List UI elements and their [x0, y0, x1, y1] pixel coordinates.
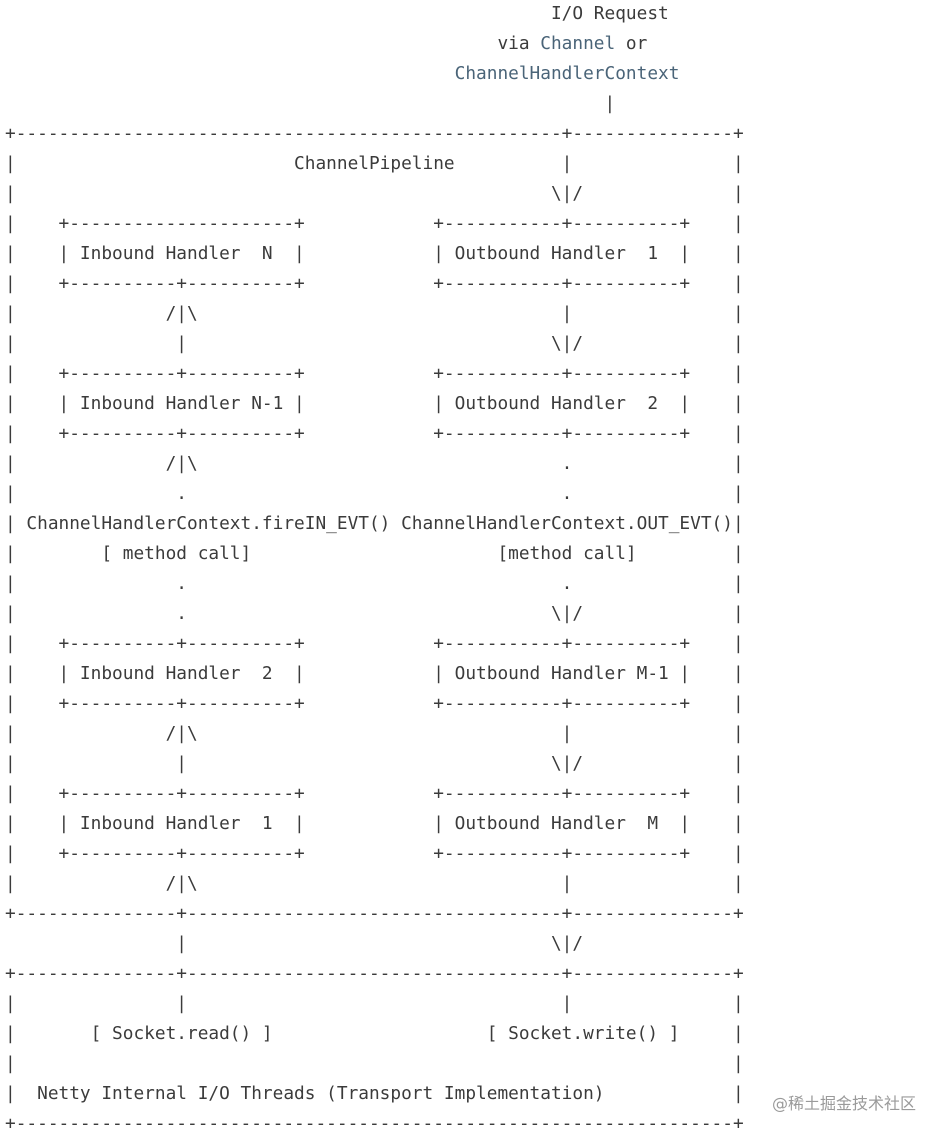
diagram-line: ChannelHandlerContext: [5, 59, 744, 89]
diagram-text: | +---------------------+ +-----------+-…: [5, 213, 744, 234]
diagram-line: +---------------+-----------------------…: [5, 959, 744, 989]
watermark-text: @稀土掘金技术社区: [769, 1090, 918, 1114]
diagram-line: | . . |: [5, 479, 744, 509]
channel-pipeline-diagram: I/O Request via Channel or ChannelHandle…: [5, 0, 744, 1139]
diagram-line: | | Inbound Handler N-1 | | Outbound Han…: [5, 389, 744, 419]
diagram-line: | | Inbound Handler 2 | | Outbound Handl…: [5, 659, 744, 689]
diagram-text: | /|\ | |: [5, 723, 744, 744]
diagram-text: | [ Socket.read() ] [ Socket.write() ] |: [5, 1023, 744, 1044]
diagram-text: | +----------+----------+ +-----------+-…: [5, 633, 744, 654]
diagram-text: | | Inbound Handler 2 | | Outbound Handl…: [5, 663, 744, 684]
diagram-text: [5, 63, 455, 84]
diagram-line: | Netty Internal I/O Threads (Transport …: [5, 1079, 744, 1109]
diagram-text: +---------------+-----------------------…: [5, 963, 744, 984]
diagram-line: | /|\ | |: [5, 869, 744, 899]
diagram-text: +---------------+-----------------------…: [5, 903, 744, 924]
diagram-line: +---------------------------------------…: [5, 119, 744, 149]
diagram-text: | . . |: [5, 573, 744, 594]
diagram-line: | +----------+----------+ +-----------+-…: [5, 689, 744, 719]
diagram-text: | +----------+----------+ +-----------+-…: [5, 423, 744, 444]
diagram-line: | . \|/ |: [5, 599, 744, 629]
diagram-line: | ChannelHandlerContext.fireIN_EVT() Cha…: [5, 509, 744, 539]
diagram-text: | +----------+----------+ +-----------+-…: [5, 843, 744, 864]
diagram-line: | | \|/ |: [5, 329, 744, 359]
diagram-line: | . . |: [5, 569, 744, 599]
diagram-text: I/O Request: [5, 3, 669, 24]
diagram-text: or: [615, 33, 648, 54]
diagram-line: | +----------+----------+ +-----------+-…: [5, 359, 744, 389]
diagram-text: | ChannelPipeline | |: [5, 153, 744, 174]
diagram-text: | | Inbound Handler N-1 | | Outbound Han…: [5, 393, 744, 414]
diagram-text: | | \|/ |: [5, 333, 744, 354]
diagram-line: | | Inbound Handler 1 | | Outbound Handl…: [5, 809, 744, 839]
diagram-text: | | \|/ |: [5, 753, 744, 774]
diagram-text: via: [5, 33, 541, 54]
diagram-text: | /|\ . |: [5, 453, 744, 474]
highlighted-term: Channel: [540, 33, 616, 54]
diagram-line: +---------------+-----------------------…: [5, 899, 744, 929]
diagram-line: | /|\ | |: [5, 719, 744, 749]
diagram-line: | /|\ | |: [5, 299, 744, 329]
diagram-text: | |: [5, 1053, 744, 1074]
diagram-text: | +----------+----------+ +-----------+-…: [5, 693, 744, 714]
diagram-text: | Netty Internal I/O Threads (Transport …: [5, 1083, 744, 1104]
diagram-line: | | \|/ |: [5, 749, 744, 779]
diagram-text: | \|/: [5, 933, 584, 954]
diagram-line: | | | |: [5, 989, 744, 1019]
diagram-line: via Channel or: [5, 29, 744, 59]
diagram-text: +---------------------------------------…: [5, 123, 744, 144]
diagram-line: | [ method call] [method call] |: [5, 539, 744, 569]
diagram-line: | +----------+----------+ +-----------+-…: [5, 629, 744, 659]
diagram-text: | | Inbound Handler N | | Outbound Handl…: [5, 243, 744, 264]
diagram-text: | /|\ | |: [5, 873, 744, 894]
diagram-line: | +----------+----------+ +-----------+-…: [5, 839, 744, 869]
diagram-line: I/O Request: [5, 0, 744, 29]
diagram-line: | \|/ |: [5, 179, 744, 209]
diagram-line: | +----------+----------+ +-----------+-…: [5, 779, 744, 809]
diagram-text: | . . |: [5, 483, 744, 504]
diagram-text: | +----------+----------+ +-----------+-…: [5, 273, 744, 294]
diagram-text: | | Inbound Handler 1 | | Outbound Handl…: [5, 813, 744, 834]
diagram-line: | [ Socket.read() ] [ Socket.write() ] |: [5, 1019, 744, 1049]
diagram-text: | \|/ |: [5, 183, 744, 204]
diagram-text: | | | |: [5, 993, 744, 1014]
diagram-text: | +----------+----------+ +-----------+-…: [5, 363, 744, 384]
diagram-text: | +----------+----------+ +-----------+-…: [5, 783, 744, 804]
diagram-text: |: [5, 93, 616, 114]
highlighted-term: ChannelHandlerContext: [454, 63, 680, 84]
diagram-line: | /|\ . |: [5, 449, 744, 479]
diagram-line: | +----------+----------+ +-----------+-…: [5, 269, 744, 299]
diagram-line: |: [5, 89, 744, 119]
diagram-text: | ChannelHandlerContext.fireIN_EVT() Cha…: [5, 513, 744, 534]
diagram-line: | ChannelPipeline | |: [5, 149, 744, 179]
diagram-text: | /|\ | |: [5, 303, 744, 324]
diagram-text: +---------------------------------------…: [5, 1113, 744, 1134]
diagram-line: | +----------+----------+ +-----------+-…: [5, 419, 744, 449]
diagram-text: | [ method call] [method call] |: [5, 543, 744, 564]
diagram-line: | \|/: [5, 929, 744, 959]
diagram-text: | . \|/ |: [5, 603, 744, 624]
diagram-line: | | Inbound Handler N | | Outbound Handl…: [5, 239, 744, 269]
diagram-line: | +---------------------+ +-----------+-…: [5, 209, 744, 239]
diagram-line: +---------------------------------------…: [5, 1109, 744, 1139]
diagram-line: | |: [5, 1049, 744, 1079]
